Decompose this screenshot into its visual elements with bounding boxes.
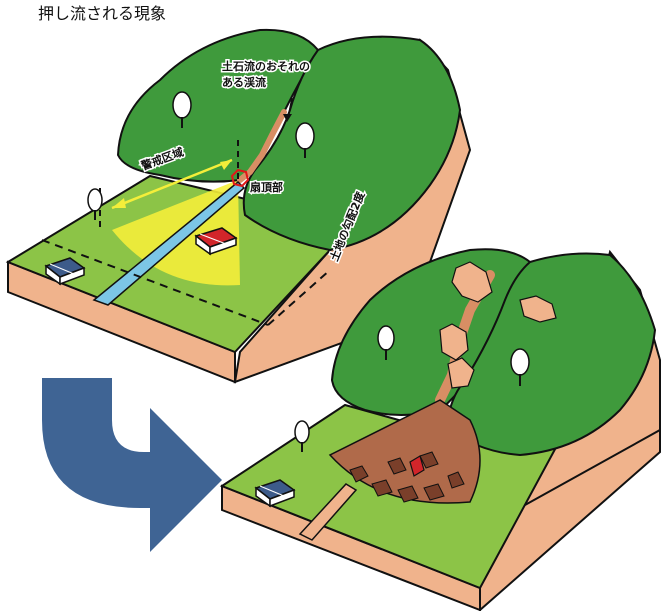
page-title: 押し流される現象 — [38, 4, 167, 23]
mountain-after-right — [448, 252, 657, 457]
tree-icon — [377, 325, 395, 360]
warning-zone-arrow — [111, 158, 233, 210]
house-icon — [409, 455, 425, 477]
before-block: 土石流のおそれの ある渓流 警戒区域 扇頂部 土地の勾配2度 — [5, 28, 472, 384]
fan-apex-marker — [230, 168, 250, 188]
stream-label-line1: 土石流のおそれの — [222, 59, 310, 73]
debris-rocks-upper — [439, 261, 557, 389]
house-icon — [194, 227, 238, 256]
mountain-right — [242, 35, 462, 252]
tree-icon — [295, 122, 315, 158]
house-icon — [44, 257, 86, 286]
tree-icon — [510, 348, 530, 386]
curved-arrow-icon — [42, 378, 222, 552]
warning-boundary-line — [41, 239, 269, 326]
tree-icon — [294, 420, 310, 452]
debris-rocks-fan — [349, 451, 465, 503]
tree-icon — [172, 91, 192, 128]
after-block — [219, 248, 661, 611]
fan-apex-label: 扇頂部 — [250, 180, 283, 194]
house-icon — [254, 479, 296, 508]
channel-after — [298, 483, 358, 541]
tree-icon — [87, 188, 103, 220]
stream-label-line2: ある渓流 — [222, 75, 266, 89]
